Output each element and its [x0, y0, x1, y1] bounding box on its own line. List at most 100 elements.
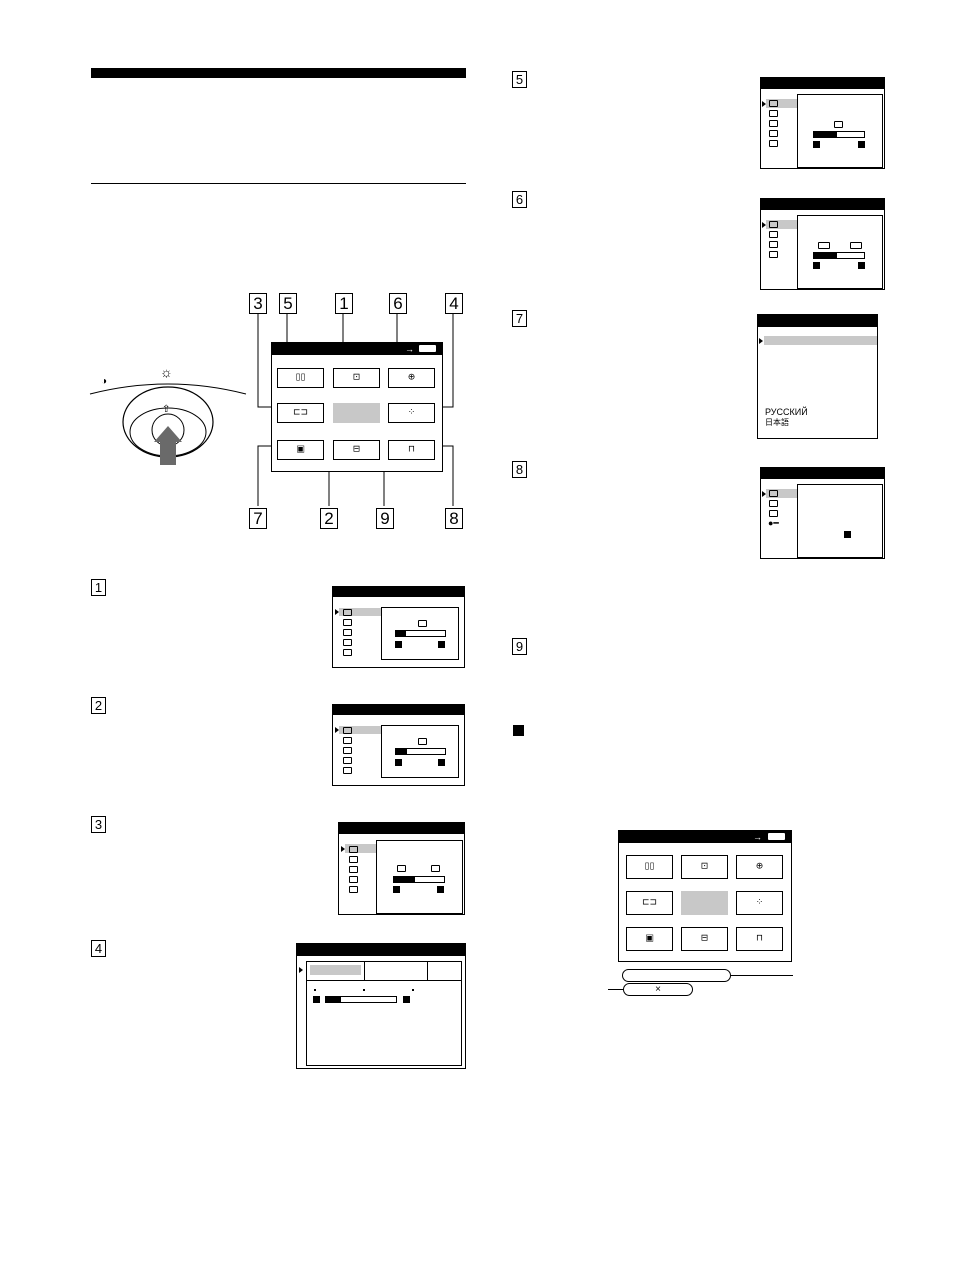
row-icon — [769, 120, 778, 127]
tile-size[interactable]: ⊡ — [681, 855, 728, 879]
header-rule — [91, 183, 466, 184]
tile-center[interactable]: ▯▯ — [626, 855, 673, 879]
bottom-label-pill — [622, 969, 731, 982]
tile-options[interactable]: ⊓ — [736, 927, 783, 951]
main-menu-screen: → ▯▯ ⊡ ⊕ ⊏⊐ ⁘ ▣ ⊟ ⊓ — [271, 342, 443, 472]
title-bar — [339, 823, 464, 834]
row-pointer — [762, 491, 766, 497]
zoom-slider[interactable] — [395, 748, 446, 755]
selected-row — [339, 608, 383, 616]
size-slider[interactable] — [395, 630, 446, 637]
row-icon — [769, 500, 778, 507]
minus-button[interactable] — [393, 886, 400, 893]
step-5-marker: 5 — [512, 71, 527, 88]
minus-button[interactable] — [395, 641, 402, 648]
size-icon: ⊡ — [700, 861, 709, 872]
ok-button[interactable] — [844, 531, 851, 538]
adjust-panel — [797, 215, 883, 289]
title-bar — [333, 705, 464, 715]
selected-row — [766, 489, 798, 498]
tile-options[interactable]: ⊓ — [388, 440, 435, 460]
plus-button[interactable] — [403, 996, 410, 1003]
language-icon: ▣ — [296, 444, 305, 455]
tile-language[interactable]: ▣ — [277, 440, 324, 460]
row-icon — [343, 757, 352, 764]
tick-mark — [314, 989, 316, 991]
center-icon — [834, 121, 843, 128]
row-icon — [349, 876, 358, 883]
tile-language[interactable]: ▣ — [626, 927, 673, 951]
row-icon — [349, 886, 358, 893]
pill-leader — [731, 975, 793, 976]
center-icon: ▯▯ — [295, 372, 306, 383]
plus-button[interactable] — [438, 641, 445, 648]
tile-color[interactable]: ⁘ — [736, 891, 783, 915]
row-pointer — [299, 967, 303, 973]
exit-arrow-icon: → — [405, 344, 414, 354]
tile-center[interactable]: ▯▯ — [277, 368, 324, 388]
title-bar — [619, 831, 791, 843]
center-slider[interactable] — [813, 131, 865, 138]
color-menu-screen — [296, 943, 466, 1069]
step-4-marker: 4 — [91, 940, 106, 957]
tab-divider — [427, 962, 428, 981]
adjust-panel — [797, 94, 883, 168]
title-bar — [761, 78, 884, 89]
title-bar — [333, 587, 464, 597]
tile-pincushion[interactable]: ⊏⊐ — [277, 403, 324, 423]
minus-button[interactable] — [813, 262, 820, 269]
pincushion-icon: ⊏⊐ — [641, 897, 658, 908]
color-icon: ⁘ — [407, 407, 416, 418]
tile-size[interactable]: ⊡ — [333, 368, 380, 388]
convergence-slider[interactable] — [813, 252, 865, 259]
degauss-icon — [769, 490, 778, 497]
row-pointer — [335, 727, 339, 733]
pincushion-icon: ⊏⊐ — [292, 407, 309, 418]
tile-geometry[interactable]: ⊕ — [388, 368, 435, 388]
row-icon — [349, 846, 358, 853]
tile-blank — [333, 403, 380, 423]
tick-mark — [412, 989, 414, 991]
header-bar — [91, 68, 466, 78]
tile-zoom[interactable]: ⊟ — [333, 440, 380, 460]
minus-button[interactable] — [313, 996, 320, 1003]
zoom-menu-screen — [332, 704, 465, 786]
minus-button[interactable] — [395, 759, 402, 766]
zoom-icon: ⊟ — [352, 444, 361, 455]
row-icon — [343, 619, 352, 626]
zoom-icon: ⊟ — [700, 933, 709, 944]
bottom-close-pill: × — [623, 983, 693, 996]
options-menu-screen: ●━ — [760, 467, 885, 559]
callout-4: 4 — [445, 293, 463, 314]
center-icon: ▯▯ — [644, 861, 655, 872]
step-2-marker: 2 — [91, 697, 106, 714]
color-slider[interactable] — [325, 996, 397, 1003]
plus-button[interactable] — [858, 262, 865, 269]
language-selected-row[interactable] — [764, 336, 877, 345]
plus-button[interactable] — [437, 886, 444, 893]
language-japanese[interactable]: 日本語 — [765, 418, 789, 427]
adjust-panel — [381, 725, 459, 778]
step-8-marker: 8 — [512, 461, 527, 478]
geometry-icon: ⊕ — [407, 372, 416, 383]
geometry-slider[interactable] — [393, 876, 445, 883]
plus-button[interactable] — [438, 759, 445, 766]
color-panel — [306, 980, 462, 1066]
row-icon — [769, 241, 778, 248]
plus-button[interactable] — [858, 141, 865, 148]
title-bar — [761, 199, 884, 210]
minus-button[interactable] — [813, 141, 820, 148]
language-russian[interactable]: РУССКИЙ — [765, 407, 808, 417]
tile-pincushion[interactable]: ⊏⊐ — [626, 891, 673, 915]
exit-box — [419, 345, 436, 352]
center-menu-screen — [760, 77, 885, 169]
tile-color[interactable]: ⁘ — [388, 403, 435, 423]
tile-zoom[interactable]: ⊟ — [681, 927, 728, 951]
tab-strip — [306, 961, 462, 981]
tile-geometry[interactable]: ⊕ — [736, 855, 783, 879]
color-tab-1[interactable] — [310, 965, 361, 975]
main-menu-title-bar — [272, 343, 442, 355]
title-bar — [758, 315, 877, 327]
exit-arrow-icon: → — [753, 832, 762, 842]
title-bar — [761, 468, 884, 479]
